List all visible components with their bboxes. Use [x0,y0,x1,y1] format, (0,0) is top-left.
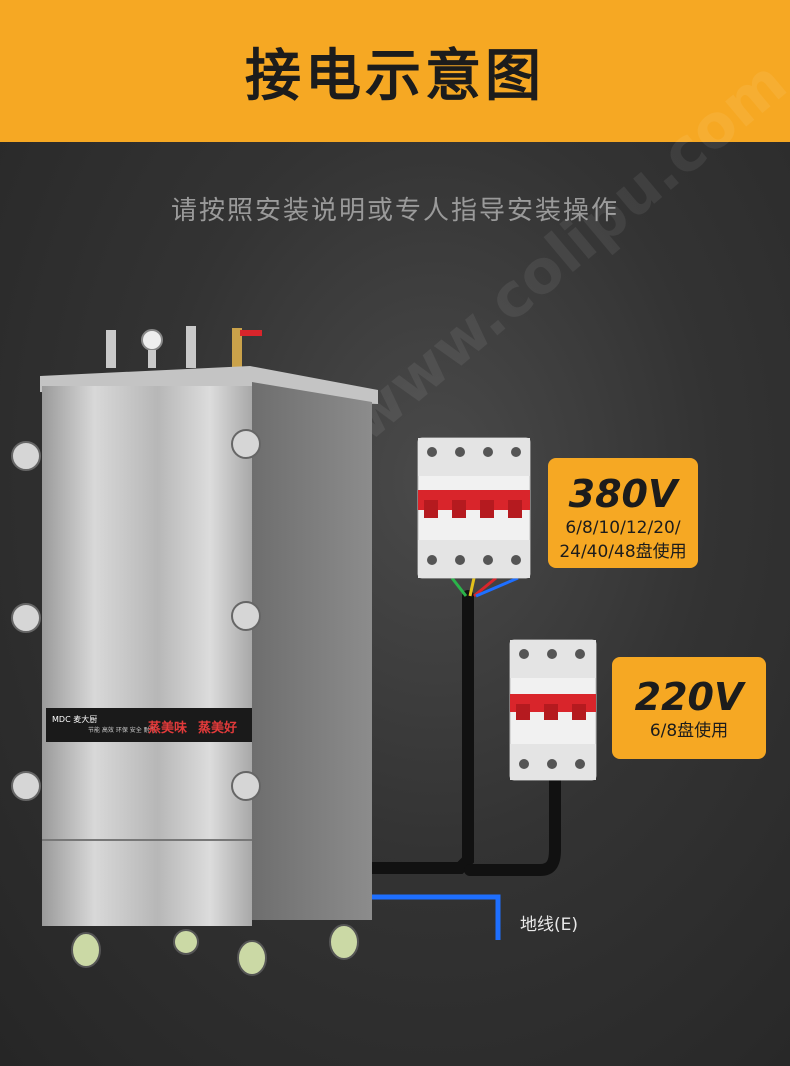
voltage-card-220v: 220V 6/8盘使用 [612,657,766,759]
brand-label: MDC 麦大厨 [52,714,97,724]
page-title: 接电示意图 [245,43,545,109]
usage-note-380-line1: 6/8/10/12/20/ [565,518,681,538]
voltage-220: 220V [634,675,744,719]
header-banner: 接电示意图 [0,0,790,142]
slogan-2: 蒸美好 [198,720,237,736]
installation-note: 请按照安装说明或专人指导安装操作 [170,196,619,226]
brand-tagline: 节能 高效 环保 安全 耐用 [88,726,156,734]
voltage-380: 380V [568,472,678,516]
earth-wire [372,894,501,940]
voltage-card-380v: 380V 6/8/10/12/20/ 24/40/48盘使用 [548,458,698,568]
earth-wire-label: 地线(E) [520,915,579,935]
breaker-380v-icon [417,437,531,579]
usage-note-380-line2: 24/40/48盘使用 [559,542,687,562]
cable-220 [464,774,561,876]
steamer-cabinet-image: MDC 麦大厨 节能 高效 环保 安全 耐用 蒸美味 蒸美好 [11,326,378,976]
usage-note-220: 6/8盘使用 [649,721,729,741]
slogan-1: 蒸美味 [148,720,187,736]
breaker-220v-icon [509,639,597,781]
cable-380 [366,590,474,874]
